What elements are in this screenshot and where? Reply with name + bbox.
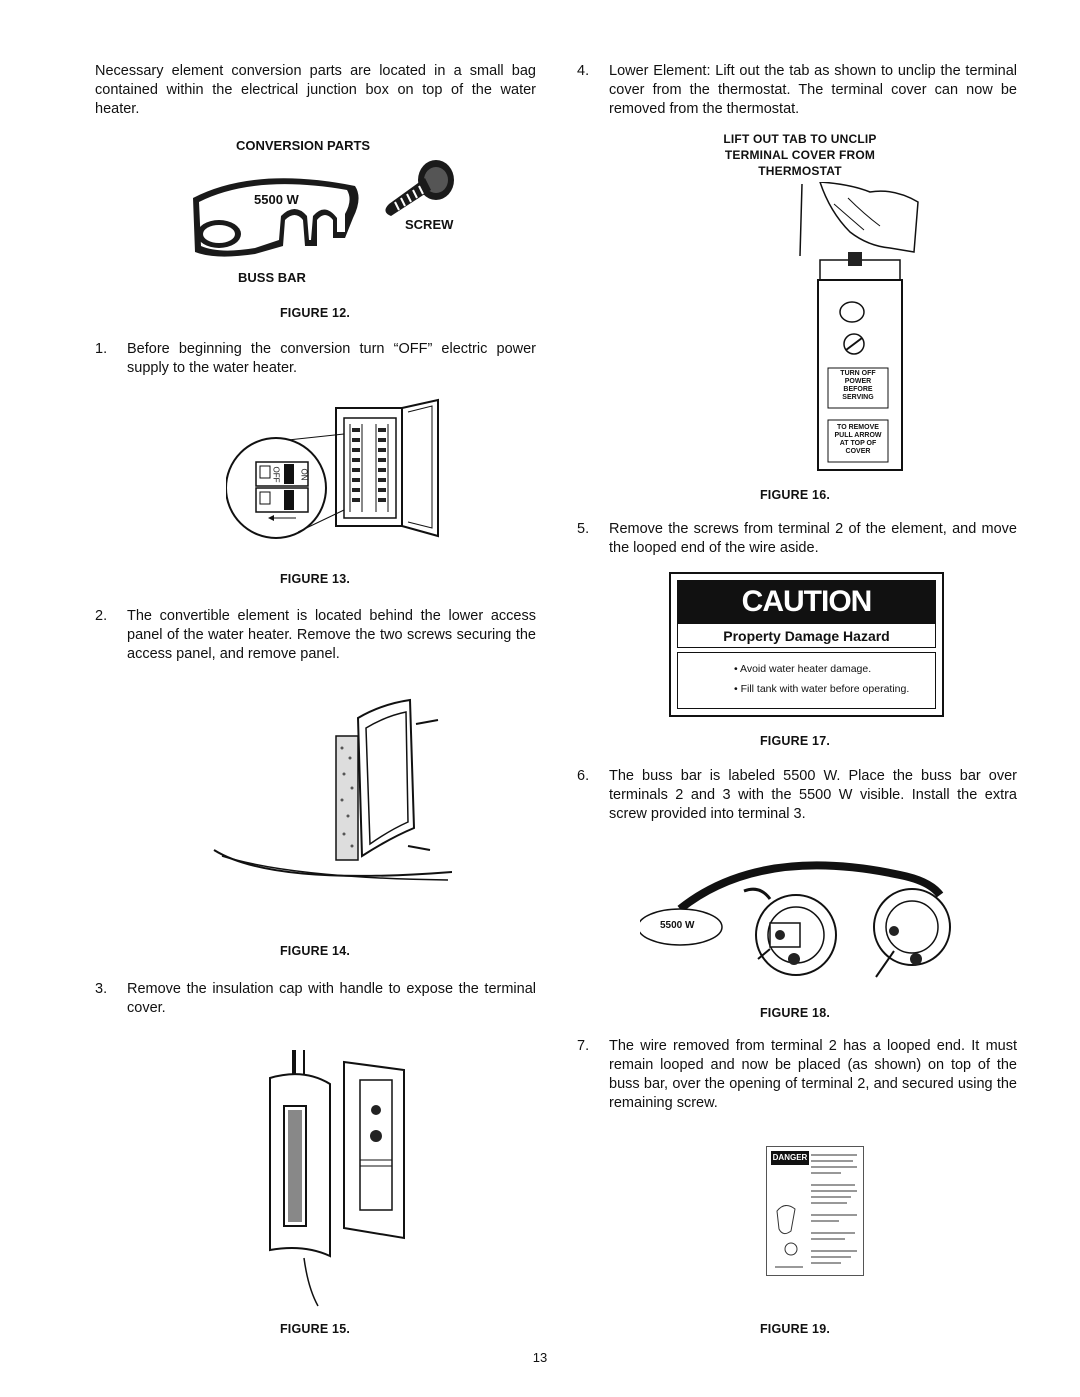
fig12-buss-bar-label: BUSS BAR xyxy=(238,270,306,285)
caution-body: • Avoid water heater damage. • Fill tank… xyxy=(677,652,936,709)
fig13-on-label: ON xyxy=(299,468,309,481)
step-4-number: 4. xyxy=(577,63,590,79)
caution-bullet-1: • Avoid water heater damage. xyxy=(734,663,872,675)
step-6-number: 6. xyxy=(577,768,590,784)
step-5-text: Remove the screws from terminal 2 of the… xyxy=(609,521,1017,556)
fig16-label1-line3: BEFORE xyxy=(843,386,873,393)
step-1-text: Before beginning the conversion turn “OF… xyxy=(127,341,536,376)
danger-heading: DANGER xyxy=(772,1153,808,1162)
fig16-label2-line4: COVER xyxy=(845,448,871,455)
caution-bullet-2: • Fill tank with water before operating. xyxy=(734,683,910,695)
insulation-cap-illustration xyxy=(269,1050,405,1307)
fig18-buss-label: 5500 W xyxy=(660,920,695,931)
fig12-title: CONVERSION PARTS xyxy=(236,138,371,153)
fig16-label2-line3: AT TOP OF xyxy=(839,440,877,447)
step-3-text: Remove the insulation cap with handle to… xyxy=(127,981,536,1016)
danger-label: DANGER xyxy=(766,1146,864,1276)
step-7-text: The wire removed from terminal 2 has a l… xyxy=(609,1038,1017,1111)
fig14-caption: FIGURE 14. xyxy=(279,944,351,958)
step-4-text: Lower Element: Lift out the tab as shown… xyxy=(609,63,1017,117)
step-5-number: 5. xyxy=(577,521,590,537)
step-3-number: 3. xyxy=(95,981,108,997)
access-panel-illustration xyxy=(213,698,452,881)
step-6-text: The buss bar is labeled 5500 W. Place th… xyxy=(609,768,1017,822)
fig16-label1-line4: SERVING xyxy=(842,394,874,401)
fig16-label1-line2: POWER xyxy=(844,378,872,385)
step-2-text: The convertible element is located behin… xyxy=(127,608,536,662)
caution-heading-band: CAUTION xyxy=(677,580,936,624)
caution-heading: CAUTION xyxy=(741,585,873,618)
fig12-buss-label: 5500 W xyxy=(254,192,299,207)
step-2-number: 2. xyxy=(95,608,108,624)
caution-label: CAUTION Property Damage Hazard • Avoid w… xyxy=(669,572,944,717)
fig16-title-line2: TERMINAL COVER FROM xyxy=(724,148,876,162)
fig16-title-line1: LIFT OUT TAB TO UNCLIP xyxy=(723,132,877,146)
fig16-label1-line1: TURN OFF xyxy=(840,370,876,377)
step-7-number: 7. xyxy=(577,1038,590,1054)
fig13-caption: FIGURE 13. xyxy=(279,572,351,586)
step-1-number: 1. xyxy=(95,341,108,357)
fig19-caption: FIGURE 19. xyxy=(759,1322,831,1336)
danger-text-lines xyxy=(811,1154,857,1264)
buss-bar-install-illustration xyxy=(640,861,951,978)
fig16-title-line3: THERMOSTAT xyxy=(758,164,842,178)
intro-paragraph: Necessary element conversion parts are l… xyxy=(95,63,536,117)
caution-subheading: Property Damage Hazard xyxy=(677,624,936,648)
page-number: 13 xyxy=(532,1350,548,1365)
fig12-caption: FIGURE 12. xyxy=(279,306,351,320)
danger-band: DANGER xyxy=(771,1151,809,1165)
fig16-label2-line1: TO REMOVE xyxy=(837,424,879,431)
terminal-cover-illustration xyxy=(799,182,919,471)
scald-hazard-icon xyxy=(775,1205,803,1268)
fig16-label2-line2: PULL ARROW xyxy=(834,432,882,439)
breaker-panel-illustration xyxy=(226,398,439,539)
fig15-caption: FIGURE 15. xyxy=(279,1322,351,1336)
conversion-parts-illustration xyxy=(193,160,454,257)
fig17-caption: FIGURE 17. xyxy=(759,734,831,748)
fig18-caption: FIGURE 18. xyxy=(759,1006,831,1020)
fig13-off-label: OFF xyxy=(271,466,281,483)
fig16-caption: FIGURE 16. xyxy=(759,488,831,502)
fig12-screw-label: SCREW xyxy=(405,217,454,232)
